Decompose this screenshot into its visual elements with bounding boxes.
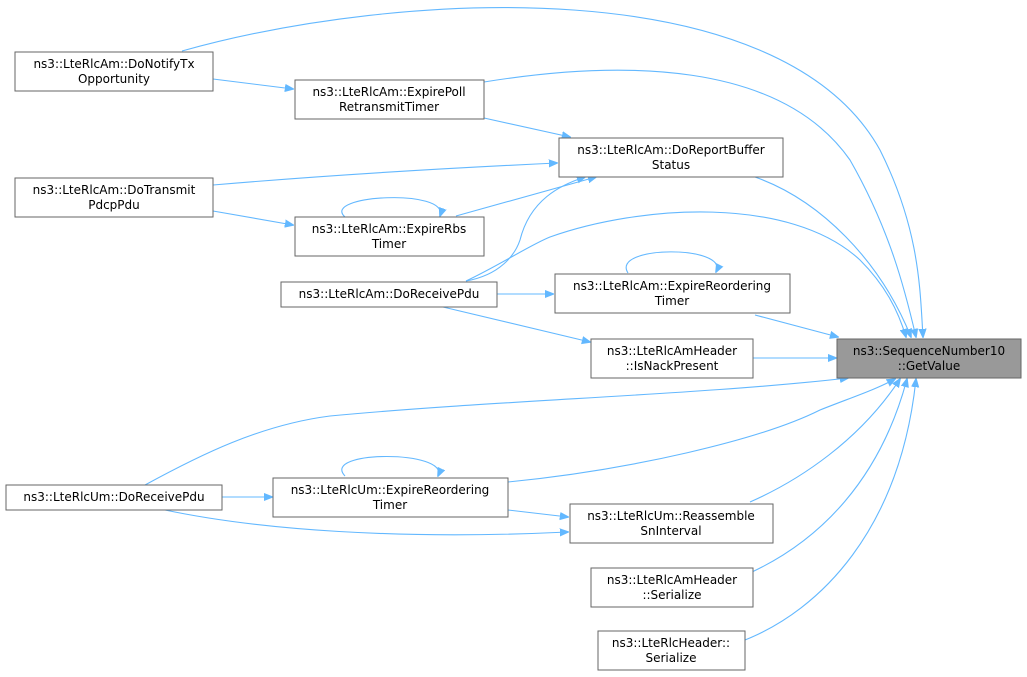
node-lterlcheader-serialize[interactable]: ns3::LteRlcHeader:: Serialize bbox=[597, 630, 746, 671]
edge-amhdrserialize-getvalue bbox=[751, 379, 907, 573]
node-lterlcam-expirerbstimer[interactable]: ns3::LteRlcAm::ExpireRbs Timer bbox=[294, 216, 485, 257]
node-label-line1: ns3::LteRlcAmHeader bbox=[607, 573, 737, 587]
edge-amdoreceive-getvalue bbox=[465, 211, 906, 337]
node-label-line2: RetransmitTimer bbox=[339, 100, 439, 114]
node-lterlcamheader-isnackpresent[interactable]: ns3::LteRlcAmHeader ::IsNackPresent bbox=[590, 338, 754, 379]
node-label-line2: Timer bbox=[371, 237, 406, 251]
node-label-line2: Status bbox=[652, 158, 690, 172]
edge-umdoreceive-reassemble bbox=[164, 509, 568, 535]
edge-expirerbs-self bbox=[341, 197, 441, 217]
node-label-line1: ns3::LteRlcUm::Reassemble bbox=[587, 509, 755, 523]
node-lterlcam-doreceivepdu[interactable]: ns3::LteRlcAm::DoReceivePdu bbox=[280, 281, 498, 308]
edge-reassemble-getvalue bbox=[749, 379, 900, 503]
edge-amexpirereorder-self bbox=[625, 251, 717, 273]
node-label-line2: PdcpPdu bbox=[88, 198, 140, 212]
node-lterlcum-doreceivepdu[interactable]: ns3::LteRlcUm::DoReceivePdu bbox=[5, 484, 223, 511]
edge-umdoreceive-getvalue bbox=[144, 378, 848, 486]
edges bbox=[144, 7, 923, 641]
node-lterlcam-expirepollretransmittimer[interactable]: ns3::LteRlcAm::ExpirePoll RetransmitTime… bbox=[294, 79, 485, 120]
edge-dotransmit-doreportbuffer bbox=[212, 163, 557, 186]
edge-expirerbs-doreportbuffer bbox=[455, 177, 596, 217]
node-label-line1: ns3::LteRlcAm::ExpireRbs bbox=[312, 222, 467, 236]
node-lterlcamheader-serialize[interactable]: ns3::LteRlcAmHeader ::Serialize bbox=[590, 567, 754, 608]
edge-amexpirereorder-getvalue bbox=[754, 314, 838, 337]
edge-expirepoll-getvalue bbox=[483, 69, 916, 337]
edge-amdoreceive-isnack bbox=[442, 306, 590, 342]
node-label-line1: ns3::LteRlcUm::DoReceivePdu bbox=[23, 490, 204, 504]
node-label-line1: ns3::LteRlcAmHeader bbox=[607, 344, 737, 358]
node-label-line1: ns3::LteRlcHeader:: bbox=[612, 636, 730, 650]
edge-hdrserialize-getvalue bbox=[744, 379, 916, 641]
edge-amdoreceive-doreportbuffer bbox=[465, 177, 585, 282]
node-label-line1: ns3::LteRlcAm::DoTransmit bbox=[33, 183, 196, 197]
node-label-line2: Timer bbox=[654, 294, 689, 308]
nodes: ns3::SequenceNumber10 ::GetValue ns3::Lt… bbox=[5, 51, 1022, 671]
node-label-line1: ns3::LteRlcAm::ExpireReordering bbox=[573, 279, 771, 293]
node-label-line1: ns3::LteRlcAm::ExpirePoll bbox=[312, 85, 465, 99]
node-label-line1: ns3::LteRlcAm::DoReportBuffer bbox=[577, 143, 764, 157]
node-label-line1: ns3::SequenceNumber10 bbox=[853, 344, 1005, 358]
node-sequencenumber10-getvalue[interactable]: ns3::SequenceNumber10 ::GetValue bbox=[836, 338, 1022, 379]
edge-expirepoll-doreportbuffer bbox=[483, 117, 570, 137]
edge-doreportbuffer-getvalue bbox=[754, 176, 911, 337]
edge-umexpirereorder-getvalue bbox=[507, 379, 895, 483]
node-label-line2: ::IsNackPresent bbox=[626, 359, 719, 373]
node-lterlcam-expirereorderingtimer[interactable]: ns3::LteRlcAm::ExpireReordering Timer bbox=[554, 273, 791, 314]
node-label-line2: Opportunity bbox=[78, 72, 150, 86]
node-label-line2: ::GetValue bbox=[898, 359, 960, 373]
node-lterlcum-expirereorderingtimer[interactable]: ns3::LteRlcUm::ExpireReordering Timer bbox=[272, 477, 509, 518]
edge-donotifytx-expirepoll bbox=[212, 78, 293, 89]
node-lterlcam-donotifytxopportunity[interactable]: ns3::LteRlcAm::DoNotifyTx Opportunity bbox=[14, 51, 214, 92]
edge-donotifytx-getvalue bbox=[181, 7, 923, 337]
edge-umexpirereorder-self bbox=[341, 455, 439, 477]
node-label-line1: ns3::LteRlcUm::ExpireReordering bbox=[291, 483, 490, 497]
node-label-line2: SnInterval bbox=[640, 524, 701, 538]
node-lterlcam-doreportbufferstatus[interactable]: ns3::LteRlcAm::DoReportBuffer Status bbox=[558, 137, 784, 178]
node-label-line2: Serialize bbox=[646, 651, 697, 665]
edge-umexpirereorder-reassemble bbox=[507, 509, 568, 517]
edge-dotransmit-expirerbs bbox=[212, 210, 293, 225]
node-lterlcam-dotransmitpdcppdu[interactable]: ns3::LteRlcAm::DoTransmit PdcpPdu bbox=[14, 177, 214, 218]
node-label-line1: ns3::LteRlcAm::DoReceivePdu bbox=[299, 287, 480, 301]
node-label-line1: ns3::LteRlcAm::DoNotifyTx bbox=[33, 57, 194, 71]
node-label-line2: Timer bbox=[372, 498, 407, 512]
node-lterlcum-reassemblesninterval[interactable]: ns3::LteRlcUm::Reassemble SnInterval bbox=[569, 503, 774, 544]
node-label-line2: ::Serialize bbox=[642, 588, 701, 602]
